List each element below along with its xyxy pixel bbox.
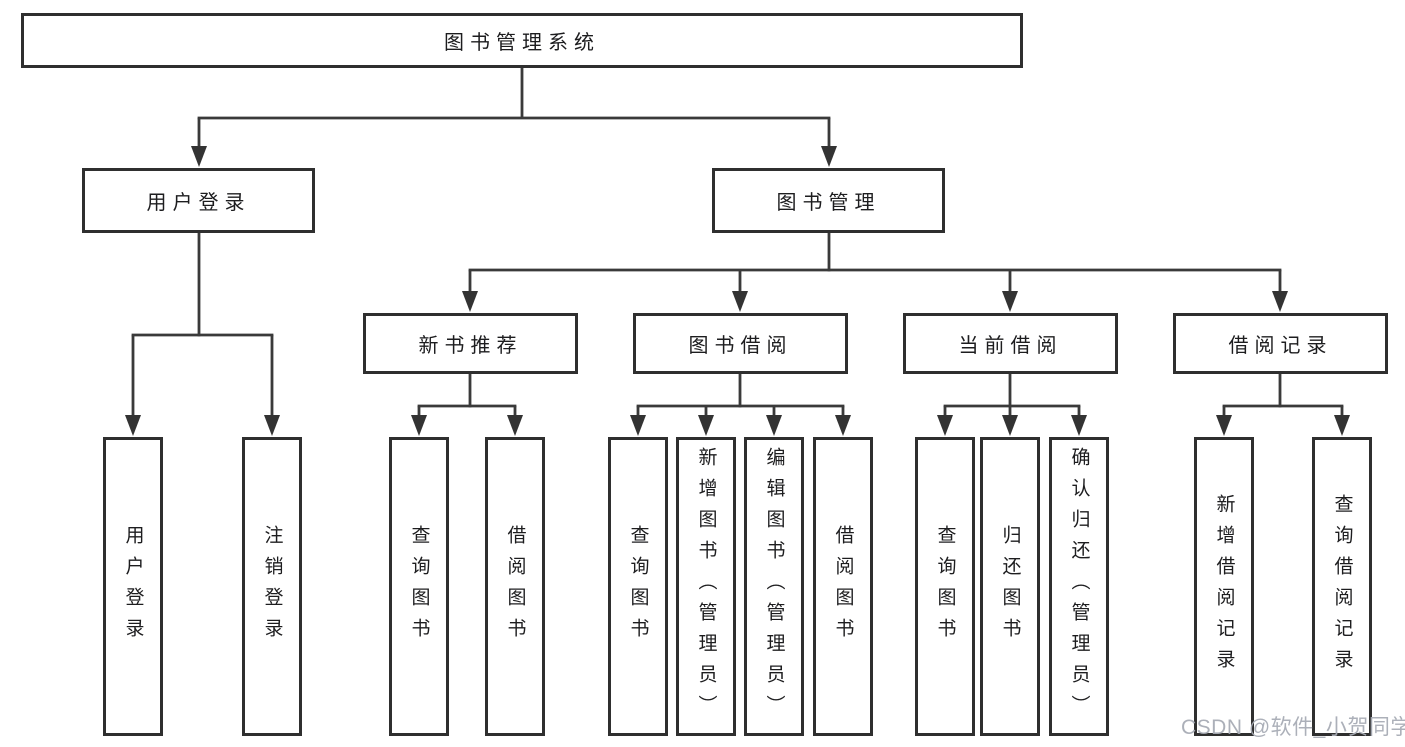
node-current-borrow: 当前借阅 xyxy=(903,313,1118,374)
connector-current-borrow xyxy=(937,374,1087,436)
node-user-login: 用户登录 xyxy=(82,168,315,233)
leaf-return-book: 归还图书 xyxy=(980,437,1040,736)
leaf-query-books-recommend: 查询图书 xyxy=(389,437,449,736)
csdn-watermark: CSDN @软件_小贺同学 xyxy=(1181,716,1405,739)
leaf-query-books-current: 查询图书 xyxy=(915,437,975,736)
connector-new-book-recommend xyxy=(411,374,523,436)
connector-borrow-records xyxy=(1216,374,1350,436)
leaf-query-books-borrow: 查询图书 xyxy=(608,437,668,736)
leaf-add-book-admin: 新增图书（管理员） xyxy=(676,437,736,736)
leaf-add-borrow-record: 新增借阅记录 xyxy=(1194,437,1254,736)
leaf-query-borrow-record: 查询借阅记录 xyxy=(1312,437,1372,736)
connector-user-login xyxy=(125,233,280,436)
leaf-logout: 注销登录 xyxy=(242,437,302,736)
connector-root xyxy=(191,68,837,167)
leaf-borrow-books-recommend: 借阅图书 xyxy=(485,437,545,736)
leaf-user-login: 用户登录 xyxy=(103,437,163,736)
leaf-edit-book-admin: 编辑图书（管理员） xyxy=(744,437,804,736)
node-borrow-records: 借阅记录 xyxy=(1173,313,1388,374)
connector-book-management xyxy=(462,233,1288,312)
connector-book-borrow xyxy=(630,374,851,436)
node-book-management: 图书管理 xyxy=(712,168,945,233)
leaf-confirm-return-admin: 确认归还（管理员） xyxy=(1049,437,1109,736)
node-book-borrow: 图书借阅 xyxy=(633,313,848,374)
node-new-book-recommend: 新书推荐 xyxy=(363,313,578,374)
node-root: 图书管理系统 xyxy=(21,13,1023,68)
leaf-borrow-books: 借阅图书 xyxy=(813,437,873,736)
